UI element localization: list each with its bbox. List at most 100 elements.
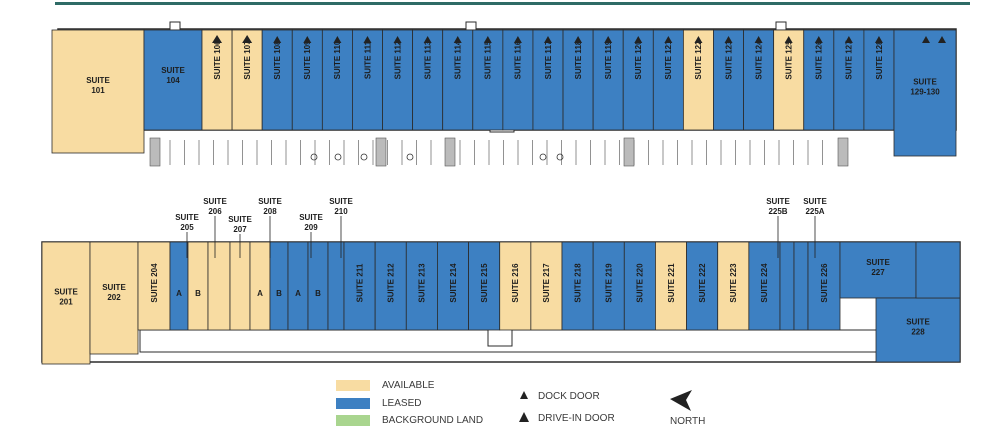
dock-door-icon [544,36,552,43]
dock-door-icon [513,36,522,43]
suite-124[interactable]: SUITE 124 [743,29,775,131]
suite-113-label: SUITE 113 [423,40,432,79]
suite-125[interactable]: SUITE 125 [773,29,805,131]
suite-208A[interactable]: A [249,241,271,331]
suite-126[interactable]: SUITE 126 [803,29,835,131]
suite-116[interactable]: SUITE 116 [502,29,534,131]
legend-background-land-label: BACKGROUND LAND [382,415,484,426]
dock-door-icon [453,36,462,43]
suite-126-label: SUITE 126 [815,40,824,80]
dock-door-icon [423,36,432,43]
suite-107[interactable]: SUITE 107 [231,29,263,131]
suite-118[interactable]: SUITE 118 [562,29,594,131]
suite-205B-label: B [195,289,201,298]
suite-205A[interactable]: A [169,241,189,331]
suite-115[interactable]: SUITE 115 [472,29,504,131]
legend-available-label: AVAILABLE [382,380,435,391]
suite-218[interactable]: SUITE 218 [561,241,594,331]
drive-in-door-icon [242,35,253,43]
accessible-parking-icon [406,153,414,161]
suite-117-label: SUITE 117 [544,40,553,79]
suite-216[interactable]: SUITE 216 [499,241,532,331]
accessible-parking-icon [539,153,547,161]
suite-226[interactable]: SUITE 226 [807,241,841,331]
suite-217[interactable]: SUITE 217 [530,241,563,331]
suite-204-label: SUITE 204 [150,263,159,303]
suite-205B[interactable]: B [187,241,209,331]
suite-219-label: SUITE 219 [605,263,614,303]
suite-225A[interactable] [793,241,809,331]
dock-door-icon [483,36,492,43]
suite-222[interactable]: SUITE 222 [686,241,719,331]
suite-211-label: SUITE 211 [355,263,364,302]
suite-108[interactable]: SUITE 108 [261,29,293,131]
suite-209A[interactable]: A [287,241,309,331]
accessible-parking-icon [360,153,368,161]
suite-221[interactable]: SUITE 221 [655,241,687,331]
suite-122[interactable]: SUITE 122 [682,29,714,131]
suite-124-label: SUITE 124 [754,40,763,80]
suite-115-label: SUITE 115 [484,40,493,79]
suite-114[interactable]: SUITE 114 [442,29,474,131]
suite-209B[interactable]: B [307,241,329,331]
suite-110[interactable]: SUITE 110 [321,29,353,131]
suite-113[interactable]: SUITE 113 [412,29,444,131]
suite-112[interactable]: SUITE 112 [382,29,414,131]
suite-208B[interactable]: B [269,241,289,331]
suite-125-label: SUITE 125 [784,40,793,80]
suite-214[interactable]: SUITE 214 [437,241,469,331]
suite-120[interactable]: SUITE 120 [622,29,654,131]
suite-119-label: SUITE 119 [604,40,613,79]
suite-109[interactable]: SUITE 109 [291,29,323,131]
suite-123[interactable]: SUITE 123 [713,29,744,131]
header-rule [55,2,970,5]
suite-211[interactable]: SUITE 211 [343,241,376,331]
dock-door-icon [724,36,733,43]
suite-224-label: SUITE 224 [760,263,769,303]
suite-223[interactable]: SUITE 223 [717,241,750,331]
accessible-parking-icon [310,153,318,161]
drive-in-door-icon [212,35,223,43]
legend-dock-door-label: DOCK DOOR [538,391,600,402]
accessible-parking-icon [334,153,342,161]
suite-121[interactable]: SUITE 121 [652,29,684,131]
suite-226-label: SUITE 226 [820,263,829,303]
suite-128-label: SUITE 128 [875,40,884,80]
suite-106[interactable]: SUITE 106 [201,29,233,131]
suite-128[interactable]: SUITE 128 [863,29,895,131]
suite-111[interactable]: SUITE 111 [352,29,383,131]
suite-215[interactable]: SUITE 215 [468,241,501,331]
suite-224[interactable]: SUITE 224 [748,241,781,331]
suite-219[interactable]: SUITE 219 [592,241,625,331]
suite-204[interactable]: SUITE 204 [137,241,171,331]
suite-116-label: SUITE 116 [514,40,523,79]
suite-210[interactable] [327,241,345,331]
suite-218-label: SUITE 218 [573,263,582,303]
suite-220[interactable]: SUITE 220 [623,241,656,331]
suite-225B[interactable] [779,241,795,331]
suite-212-label: SUITE 212 [387,263,396,303]
building-1-parking [149,137,849,167]
suite-119[interactable]: SUITE 119 [592,29,624,131]
suite-213[interactable]: SUITE 213 [405,241,438,331]
suite-212[interactable]: SUITE 212 [374,241,407,331]
suite-127[interactable]: SUITE 127 [833,29,865,131]
suite-216-label: SUITE 216 [511,263,520,303]
legend-leased-swatch [336,398,370,409]
suite-213-label: SUITE 213 [418,263,427,303]
suite-206[interactable] [207,241,231,331]
suite-117[interactable]: SUITE 117 [532,29,564,131]
